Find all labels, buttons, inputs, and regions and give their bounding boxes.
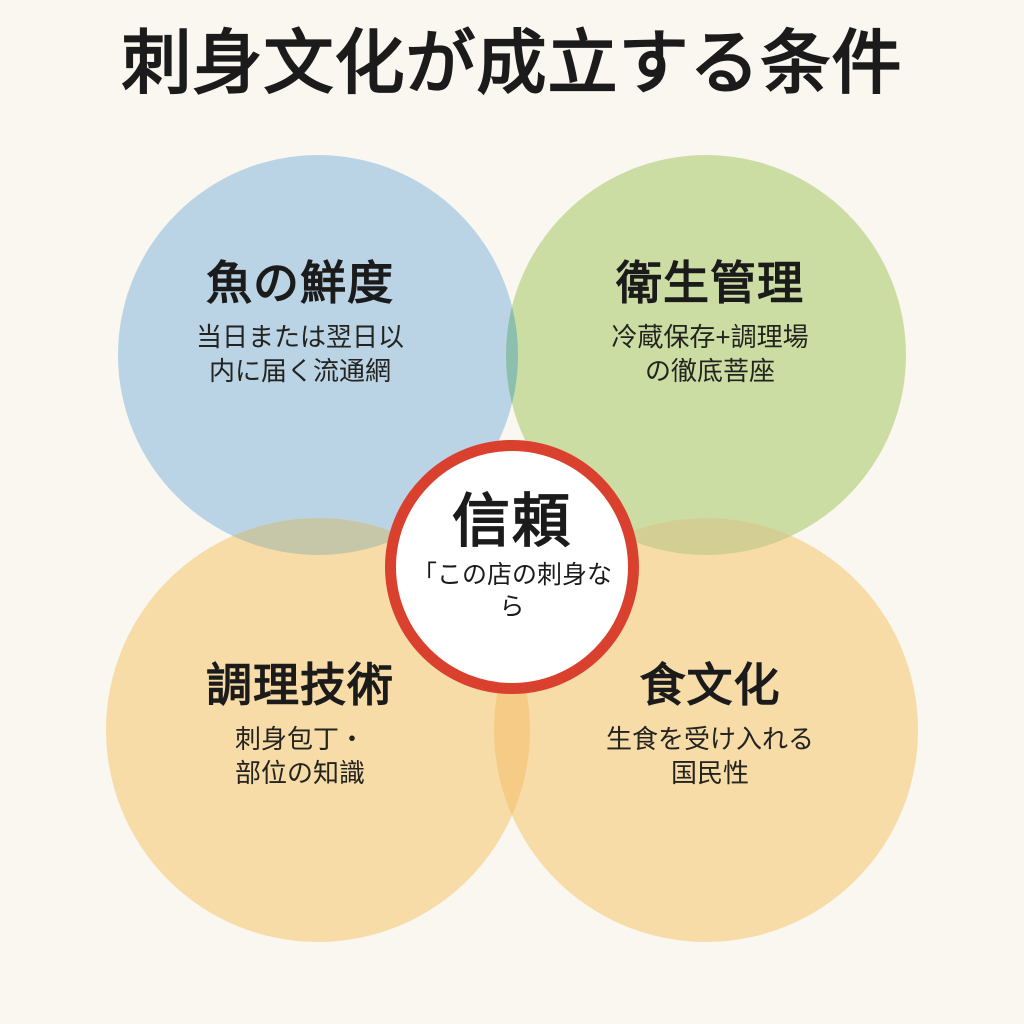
venn-circle-hygiene-management [506,155,906,555]
lobe-subtitle-line: の徹底菩座 [644,355,775,386]
page-title: 刺身文化が成立する条件 [121,24,903,102]
lobe-subtitle-line: 当日または翌日以 [195,321,404,352]
lobe-title-food-culture: 食文化 [639,659,781,711]
lobe-subtitle-cooking-technique: 刺身包丁・ 部位の知識 [135,722,465,791]
lobe-subtitle-line: 生食を受け入れる [605,723,814,754]
lobe-subtitle-line: 部位の知識 [234,757,365,788]
lobe-label-food-culture: 食文化 生食を受け入れる 国民性 [545,659,875,791]
lobe-label-cooking-technique: 調理技術 刺身包丁・ 部位の知識 [135,659,465,791]
lobe-subtitle-food-culture: 生食を受け入れる 国民性 [545,722,875,791]
lobe-label-hygiene-management: 衛生管理 冷蔵保存+調理場 の徹底菩座 [545,257,875,389]
lobe-title-hygiene-management: 衛生管理 [616,257,804,309]
venn-center-node-trust: 信頼 「この店の刺身なら [385,440,639,694]
lobe-subtitle-line: 冷蔵保存+調理場 [611,321,809,352]
lobe-subtitle-line: 刺身包丁・ [234,723,365,754]
venn-circle-fish-freshness [118,155,518,555]
lobe-label-fish-freshness: 魚の鮮度 当日または翌日以 内に届く流通網 [135,257,465,389]
lobe-title-fish-freshness: 魚の鮮度 [206,257,394,309]
lobe-subtitle-hygiene-management: 冷蔵保存+調理場 の徹底菩座 [545,320,875,389]
lobe-title-cooking-technique: 調理技術 [206,659,394,711]
lobe-subtitle-line: 国民性 [670,757,749,788]
lobe-subtitle-line: 内に届く流通網 [208,355,391,386]
center-node-title: 信頼 [451,489,572,554]
center-node-subtitle: 「この店の刺身なら [411,561,612,621]
lobe-subtitle-fish-freshness: 当日または翌日以 内に届く流通網 [135,320,465,389]
